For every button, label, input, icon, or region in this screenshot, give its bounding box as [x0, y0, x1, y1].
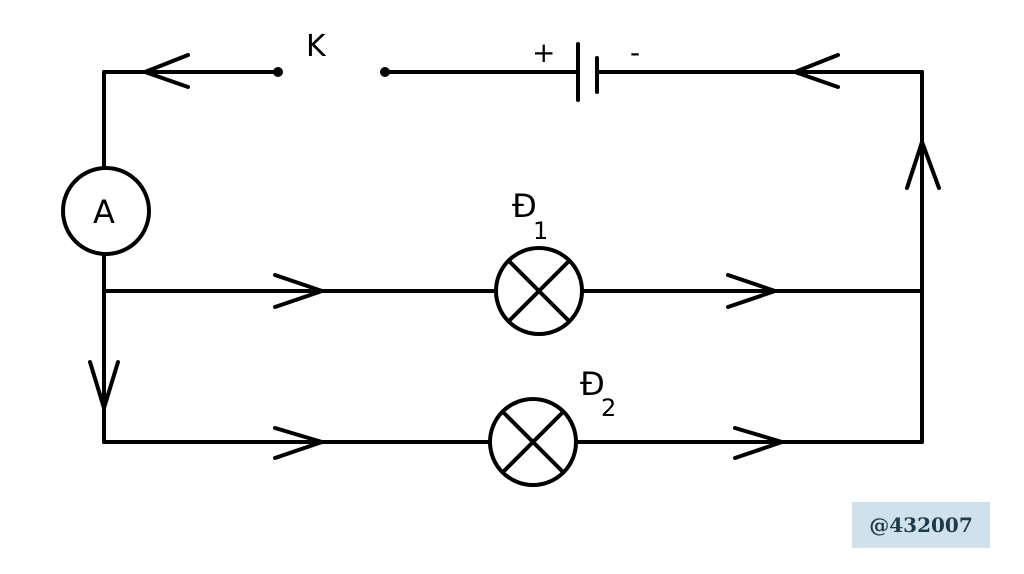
arrow-branch2-right: [733, 426, 784, 460]
lamp2-label: Đ: [580, 365, 605, 403]
lamp1-label: Đ: [512, 187, 537, 225]
lamp2-index: 2: [601, 394, 616, 422]
arrow-branch2-left: [273, 426, 324, 460]
arrow-right-upward: [905, 140, 941, 190]
lamp1-cross-b: [507, 259, 571, 323]
arrow-left-downward: [88, 360, 120, 410]
ammeter-label: A: [93, 193, 115, 231]
arrow-branch1-left: [273, 273, 324, 309]
switch-label: K: [306, 29, 327, 64]
switch-k-contact-left: [273, 67, 283, 77]
battery-minus-label: -: [630, 36, 640, 69]
arrow-top-right-leftward: [793, 53, 840, 89]
watermark-badge: @432007: [852, 502, 990, 548]
lamp2-cross-b: [501, 410, 565, 474]
lamp1-index: 1: [533, 217, 548, 245]
arrow-branch1-right: [726, 273, 777, 309]
arrow-top-left-leftward: [143, 53, 190, 89]
battery-plus-label: +: [532, 36, 555, 69]
